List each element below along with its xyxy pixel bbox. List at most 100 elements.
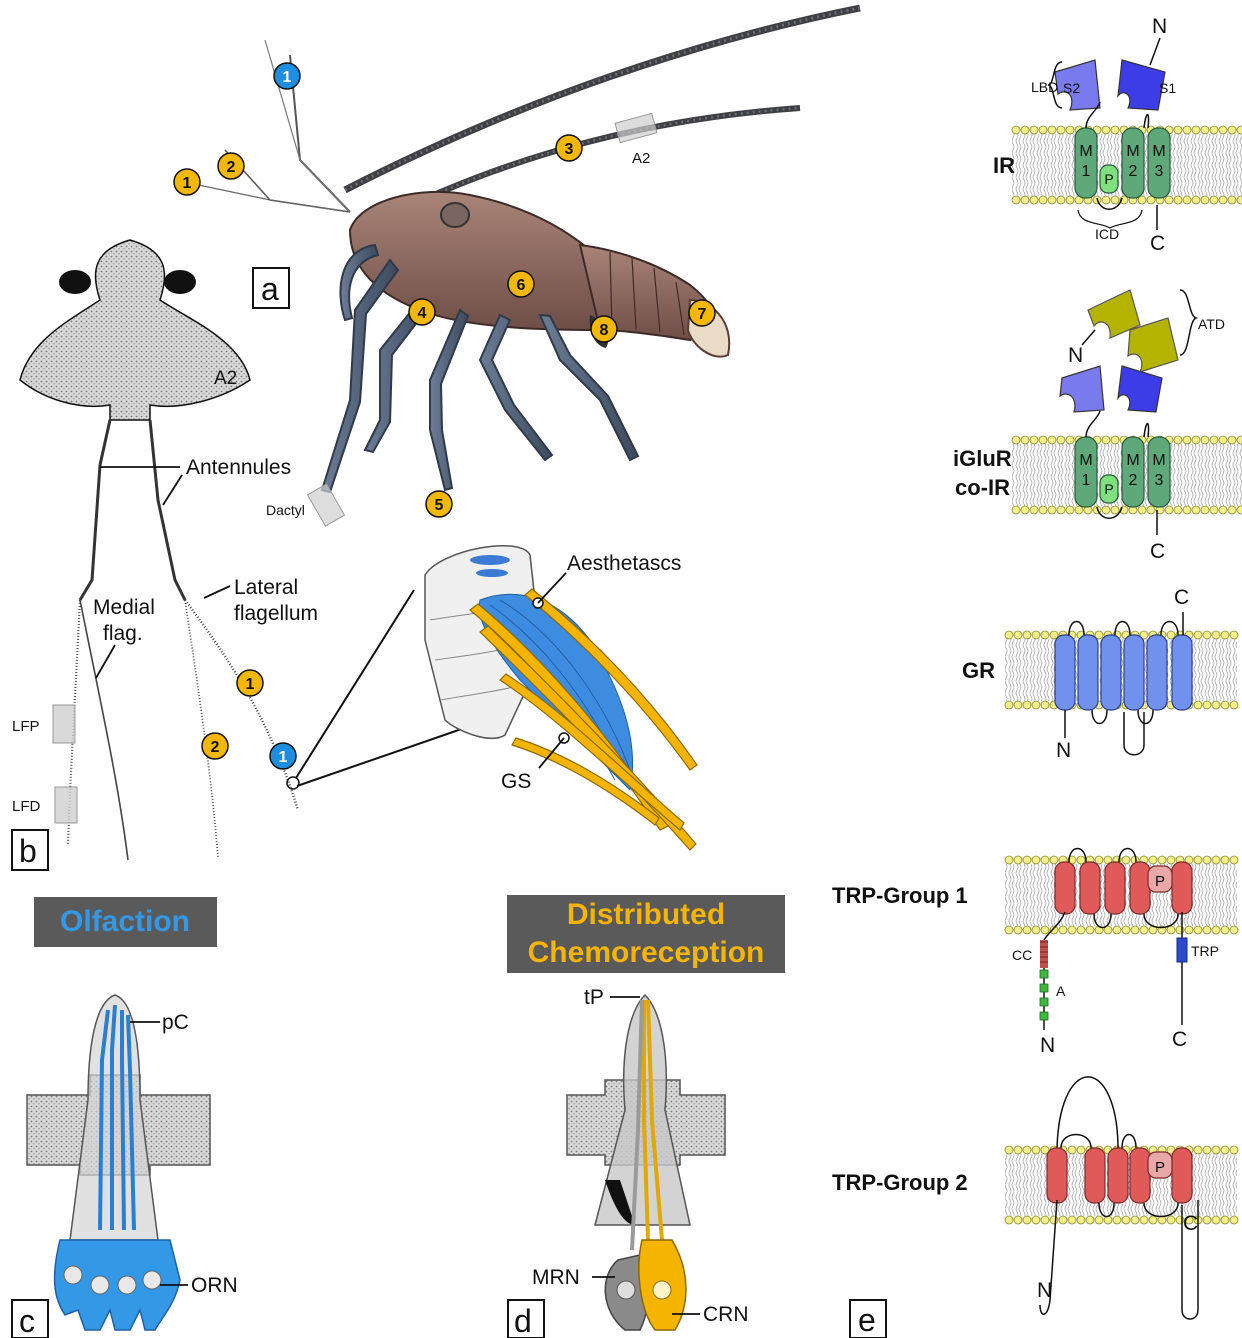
trp1-cc: CC [1012, 947, 1032, 963]
gr-name: GR [962, 658, 995, 683]
trp1-cc-coil [1040, 940, 1048, 968]
ir-m1-helix: M 1 [1075, 128, 1097, 198]
ir-m2-helix: M 2 [1122, 128, 1144, 198]
ir-m3-helix: M 3 [1148, 128, 1170, 198]
panel-c-olfaction: Olfaction pC ORN c [12, 897, 238, 1338]
panel-e-receptors: N LBD S2 S1 IR ICD C M 1 P M 2 [832, 15, 1242, 1338]
tm-helix [1085, 1148, 1105, 1203]
tm-helix [1047, 1148, 1067, 1203]
b-marker-yellow-2: 2 [202, 733, 228, 759]
mrn-nucleus [617, 1281, 635, 1299]
tm-loop [1061, 1135, 1091, 1149]
orn-label: ORN [191, 1274, 238, 1297]
marker-yellow-3: 3 [556, 135, 582, 161]
svg-text:1: 1 [1082, 163, 1091, 180]
tm-helix [1101, 635, 1121, 710]
trp1-p-helix: P [1148, 866, 1172, 892]
antennule-flagellum-medial [265, 40, 350, 212]
trp1-trp-box [1177, 938, 1187, 962]
svg-text:M: M [1079, 143, 1092, 160]
iglur-m1-helix: M 1 [1075, 437, 1097, 507]
svg-text:M: M [1079, 452, 1092, 469]
marker-blue-1: 1 [274, 63, 300, 89]
eye [441, 203, 469, 227]
svg-text:6: 6 [517, 277, 526, 294]
mrn-label: MRN [532, 1266, 580, 1289]
antennule-stalk-right [150, 420, 185, 600]
lateral-label-1: Lateral [234, 576, 298, 599]
dactyl-sample-box [307, 484, 344, 526]
trp2-name: TRP-Group 2 [832, 1170, 968, 1195]
marker-yellow-4: 4 [409, 299, 435, 325]
svg-text:M: M [1126, 452, 1139, 469]
ir-n-stem [1150, 38, 1160, 65]
atd-brace [1180, 290, 1196, 355]
svg-text:1: 1 [1082, 472, 1091, 489]
tp-label: tP [584, 986, 604, 1009]
svg-text:M: M [1152, 452, 1165, 469]
marker-yellow-5: 5 [426, 491, 452, 517]
a2-sample-box [615, 113, 657, 142]
ir-p-helix: P [1100, 165, 1118, 193]
tm-helix [1080, 862, 1100, 914]
inset-flagellum-segment: Aesthetascs GS [425, 546, 697, 850]
iglur-lbd-1 [1060, 366, 1104, 412]
second-antenna-upper [345, 8, 860, 190]
svg-text:P: P [1155, 873, 1165, 890]
gr-long-loop [1124, 712, 1144, 755]
ir-icd: ICD [1095, 226, 1119, 242]
medial-label-2: flag. [103, 622, 143, 645]
gr-n: N [1056, 739, 1071, 762]
lateral-label-2: flagellum [234, 602, 318, 625]
svg-text:3: 3 [1155, 163, 1164, 180]
helix-loop [1086, 411, 1100, 437]
iglur-name-2: co-IR [955, 475, 1010, 500]
trp2-c: C [1183, 1212, 1198, 1235]
olfaction-title: Olfaction [60, 905, 190, 938]
antennules-label: Antennules [186, 456, 291, 479]
iglur-m2-helix: M 2 [1122, 437, 1144, 507]
lbd-s1-lobe [1118, 60, 1165, 110]
lfp-label: LFP [12, 718, 40, 735]
antenna-spines [345, 8, 860, 190]
svg-text:3: 3 [565, 141, 574, 158]
panel-d-distributed: Distributed Chemoreception tP MRN CRN d [507, 895, 785, 1338]
svg-text:M: M [1152, 143, 1165, 160]
tm-helix [1055, 862, 1075, 914]
tm-helix [1108, 1148, 1128, 1203]
marker-yellow-8: 8 [591, 316, 617, 342]
marker-yellow-2: 2 [218, 153, 244, 179]
svg-text:2: 2 [227, 159, 236, 176]
pc-label: pC [162, 1011, 189, 1034]
lfp-box [53, 705, 75, 743]
medial-leader [96, 645, 115, 678]
ir-n: N [1152, 15, 1167, 38]
iglur-n: N [1068, 344, 1083, 367]
panel-d-letter: d [514, 1303, 532, 1338]
antennules-leader-2 [163, 475, 182, 505]
svg-text:P: P [1155, 1159, 1165, 1176]
medial-label-1: Medial [93, 596, 155, 619]
right-flag-1 [185, 600, 218, 858]
marker-yellow-1: 1 [174, 169, 200, 195]
ir-c: C [1150, 232, 1165, 255]
svg-text:2: 2 [1129, 163, 1138, 180]
b-a2-label: A2 [214, 368, 237, 389]
crn-nucleus [653, 1281, 671, 1299]
iglur-atd: ATD [1198, 316, 1225, 332]
svg-text:P: P [1104, 171, 1113, 187]
right-lateral-flag [185, 600, 298, 810]
iglur-m3-helix: M 3 [1148, 437, 1170, 507]
marker-yellow-6: 6 [508, 271, 534, 297]
svg-text:1: 1 [283, 69, 292, 86]
tm-helix [1147, 635, 1167, 710]
marker-yellow-7: 7 [689, 300, 715, 326]
svg-text:7: 7 [698, 306, 707, 323]
iglur-p-helix: P [1100, 475, 1118, 503]
svg-text:2: 2 [211, 739, 220, 756]
helix-loop [1144, 424, 1149, 438]
gs-label: GS [501, 770, 531, 793]
carapace [350, 192, 600, 330]
gr-c: C [1174, 586, 1189, 609]
crn-label: CRN [703, 1303, 749, 1326]
